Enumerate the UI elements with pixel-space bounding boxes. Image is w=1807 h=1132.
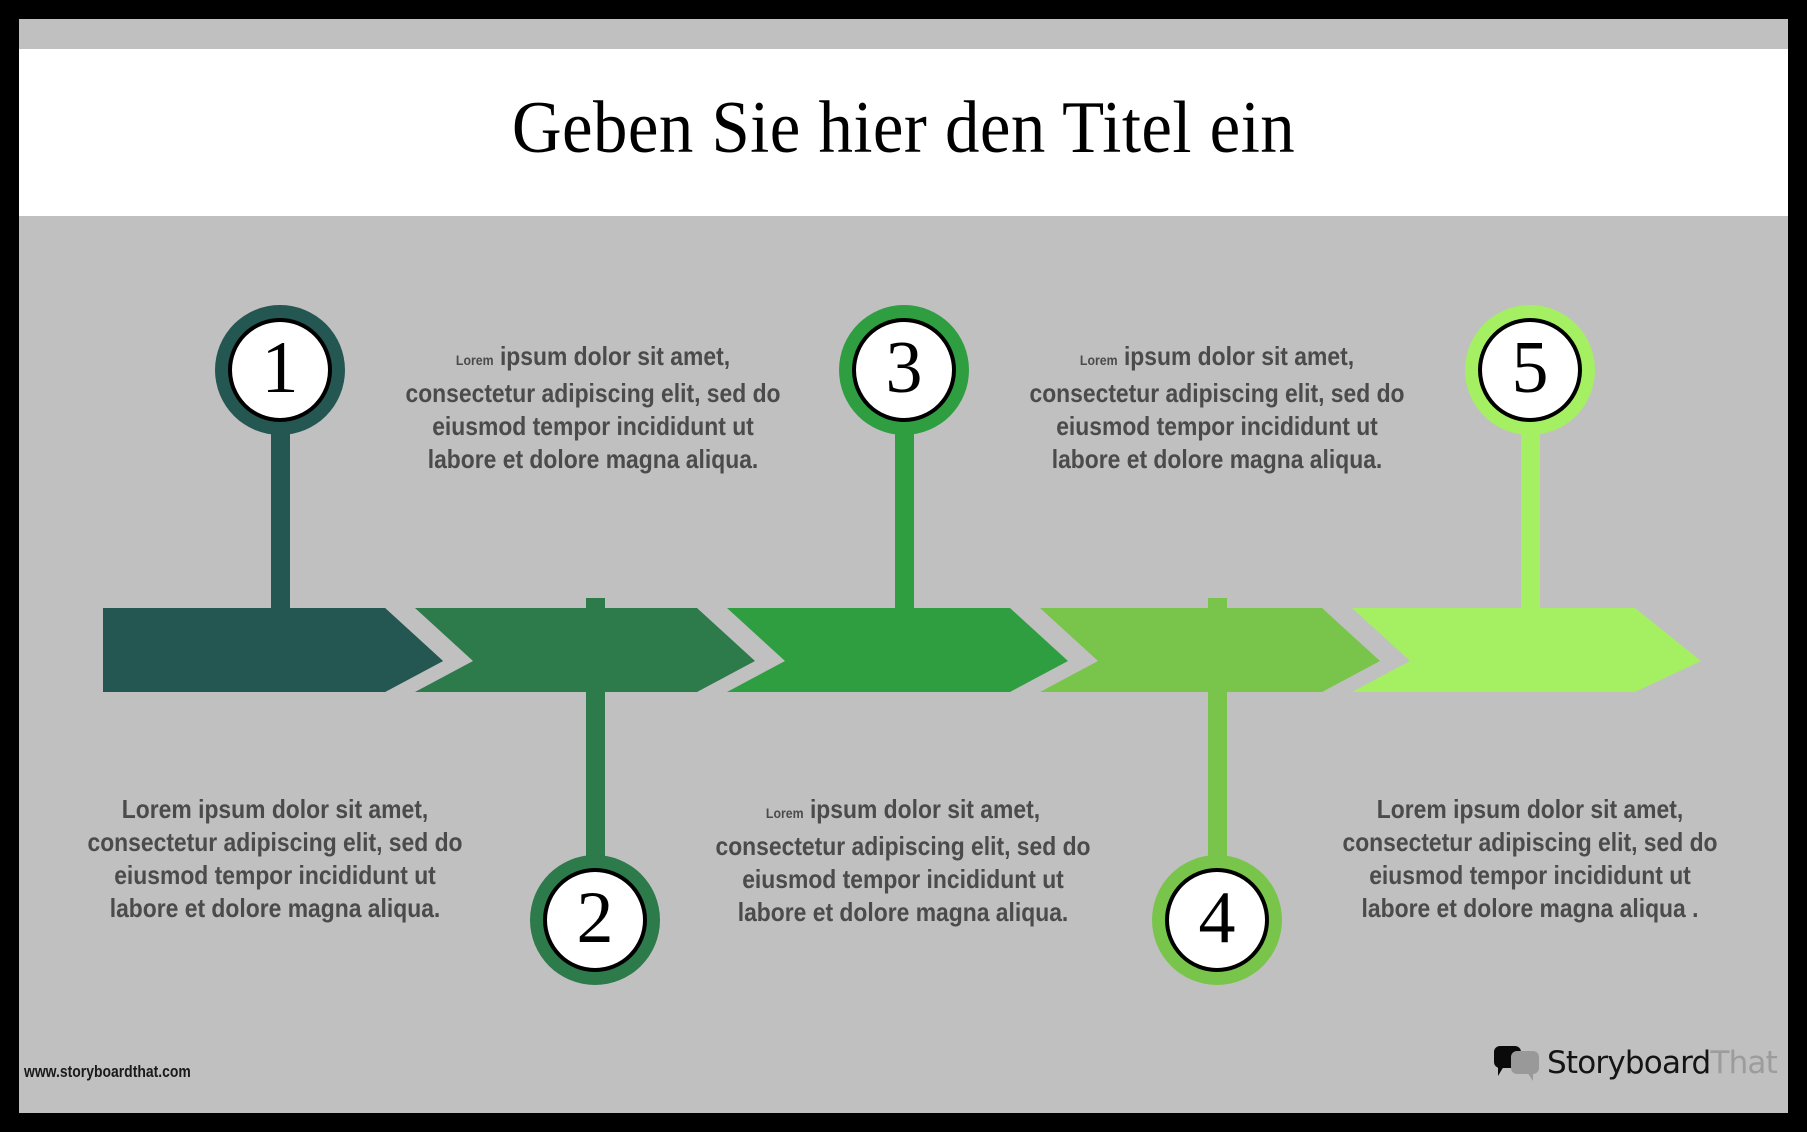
step-node-5-inner: 5	[1478, 318, 1582, 422]
step-text-2-rest: ipsum dolor sit amet, consectetur adipis…	[405, 341, 781, 474]
step-text-1-lead: Lorem	[121, 794, 192, 824]
step-node-1-inner: 1	[228, 318, 332, 422]
logo-word-that: That	[1710, 1045, 1777, 1081]
step-text-1-rest: ipsum dolor sit amet, consectetur adipis…	[87, 794, 463, 923]
step-text-2[interactable]: Lorem ipsum dolor sit amet, consectetur …	[404, 340, 782, 476]
step-number-4: 4	[1198, 877, 1236, 959]
step-text-4-lead: Lorem	[1079, 352, 1118, 368]
step-node-4[interactable]: 4	[1152, 855, 1282, 985]
step-number-2: 2	[576, 877, 614, 959]
step-node-1[interactable]: 1	[215, 305, 345, 435]
step-number-3: 3	[885, 327, 923, 409]
step-node-3-inner: 3	[852, 318, 956, 422]
step-number-5: 5	[1511, 327, 1549, 409]
step-node-3[interactable]: 3	[839, 305, 969, 435]
step-number-1: 1	[261, 327, 299, 409]
site-url[interactable]: www.storyboardthat.com	[24, 1062, 191, 1081]
step-text-5-rest: ipsum dolor sit amet, consectetur adipis…	[1342, 794, 1718, 923]
step-node-5[interactable]: 5	[1465, 305, 1595, 435]
step-text-1[interactable]: Lorem ipsum dolor sit amet, consectetur …	[86, 793, 464, 925]
step-text-3[interactable]: Lorem ipsum dolor sit amet, consectetur …	[714, 793, 1092, 929]
logo-wordmark: StoryboardThat	[1547, 1045, 1778, 1081]
storyboardthat-logo[interactable]: StoryboardThat	[1494, 1042, 1778, 1084]
step-node-2[interactable]: 2	[530, 855, 660, 985]
step-text-5-lead: Lorem	[1376, 794, 1447, 824]
step-text-3-rest: ipsum dolor sit amet, consectetur adipis…	[715, 794, 1091, 927]
step-node-2-inner: 2	[543, 868, 647, 972]
step-text-2-lead: Lorem	[455, 352, 494, 368]
logo-word-storyboard: Storyboard	[1547, 1045, 1711, 1081]
step-text-4[interactable]: Lorem ipsum dolor sit amet, consectetur …	[1028, 340, 1406, 476]
step-text-5[interactable]: Lorem ipsum dolor sit amet, consectetur …	[1341, 793, 1719, 925]
speech-bubbles-icon	[1494, 1046, 1540, 1081]
step-node-4-inner: 4	[1165, 868, 1269, 972]
speech-bubble-front-icon	[1511, 1051, 1540, 1081]
step-text-3-lead: Lorem	[765, 805, 804, 821]
page-title[interactable]: Geben Sie hier den Titel ein	[511, 87, 1296, 169]
title-band: Geben Sie hier den Titel ein	[19, 49, 1788, 216]
step-text-4-rest: ipsum dolor sit amet, consectetur adipis…	[1029, 341, 1405, 474]
